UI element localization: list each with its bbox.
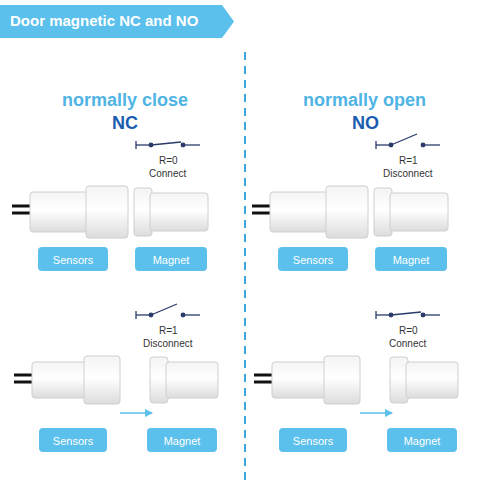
switch-state-text: R=1 — [159, 325, 178, 337]
mode-heading: NO — [352, 112, 379, 134]
label-box: Sensors — [38, 247, 108, 271]
sensor-device — [254, 356, 360, 404]
drawing-part — [151, 142, 181, 145]
drawing-part — [324, 356, 360, 404]
drawing-part — [374, 188, 392, 236]
label-text: Sensors — [53, 253, 93, 268]
label-text: Sensors — [53, 434, 93, 449]
drawing-part — [84, 356, 120, 404]
drawing-part — [406, 362, 458, 398]
label-text: Magnet — [393, 253, 430, 268]
drawing-part — [86, 186, 128, 238]
drawing-part — [166, 362, 218, 398]
mode-heading: normally close — [62, 89, 188, 111]
drawing-part — [423, 314, 440, 315]
drawing-part — [32, 362, 88, 398]
label-box: Sensors — [278, 247, 348, 271]
drawing-part — [376, 144, 390, 145]
switch-state-text: Connect — [149, 168, 186, 180]
drawing-part — [375, 311, 376, 319]
drawing-part — [375, 141, 376, 149]
drawing-part — [150, 193, 208, 231]
mode-heading: NC — [112, 112, 138, 134]
label-box: Sensors — [279, 428, 347, 452]
mode-heading: normally open — [303, 89, 426, 111]
title-banner — [0, 5, 234, 38]
drawing-part — [183, 314, 200, 315]
divider-line — [244, 52, 246, 480]
label-box: Magnet — [375, 247, 447, 271]
drawing-part — [134, 188, 152, 236]
drawing-part — [150, 357, 168, 403]
drawing-part — [135, 141, 136, 149]
drawing-part — [423, 144, 440, 145]
drawing-part — [326, 186, 368, 238]
switch-state-text: Disconnect — [143, 338, 192, 350]
switch-symbol — [136, 141, 200, 149]
drawing-part — [272, 362, 328, 398]
magnet-device — [390, 357, 458, 403]
switch-state-text: Connect — [389, 338, 426, 350]
sensor-device — [14, 356, 120, 404]
label-box: Magnet — [387, 428, 457, 452]
drawing-part — [390, 357, 408, 403]
drawing-part — [391, 312, 421, 315]
switch-symbol — [136, 304, 200, 319]
drawing-part — [136, 314, 150, 315]
drawing-part — [136, 144, 150, 145]
switch-state-text: Disconnect — [383, 168, 432, 180]
label-text: Sensors — [293, 434, 333, 449]
sensor-device — [252, 186, 368, 238]
movement-arrow — [360, 412, 392, 414]
switch-state-text: R=0 — [399, 325, 418, 337]
label-text: Magnet — [164, 434, 201, 449]
label-text: Magnet — [404, 434, 441, 449]
drawing-part — [135, 311, 136, 319]
drawing-part — [151, 304, 177, 315]
drawing-part — [30, 192, 88, 232]
label-box: Sensors — [39, 428, 107, 452]
magnet-device — [134, 188, 208, 236]
drawing-part — [270, 192, 328, 232]
drawing-part — [391, 134, 417, 145]
label-text: Sensors — [293, 253, 333, 268]
movement-arrow — [120, 412, 152, 414]
drawing-part — [183, 144, 200, 145]
switch-state-text: R=0 — [159, 155, 178, 167]
drawing-part — [390, 193, 448, 231]
title-text: Door magnetic NC and NO — [10, 11, 198, 31]
magnet-device — [150, 357, 218, 403]
switch-state-text: R=1 — [399, 155, 418, 167]
label-box: Magnet — [147, 428, 217, 452]
drawing-part — [376, 314, 390, 315]
switch-symbol — [376, 134, 440, 149]
label-text: Magnet — [153, 253, 190, 268]
magnet-device — [374, 188, 448, 236]
sensor-device — [12, 186, 128, 238]
label-box: Magnet — [135, 247, 207, 271]
switch-symbol — [376, 311, 440, 319]
